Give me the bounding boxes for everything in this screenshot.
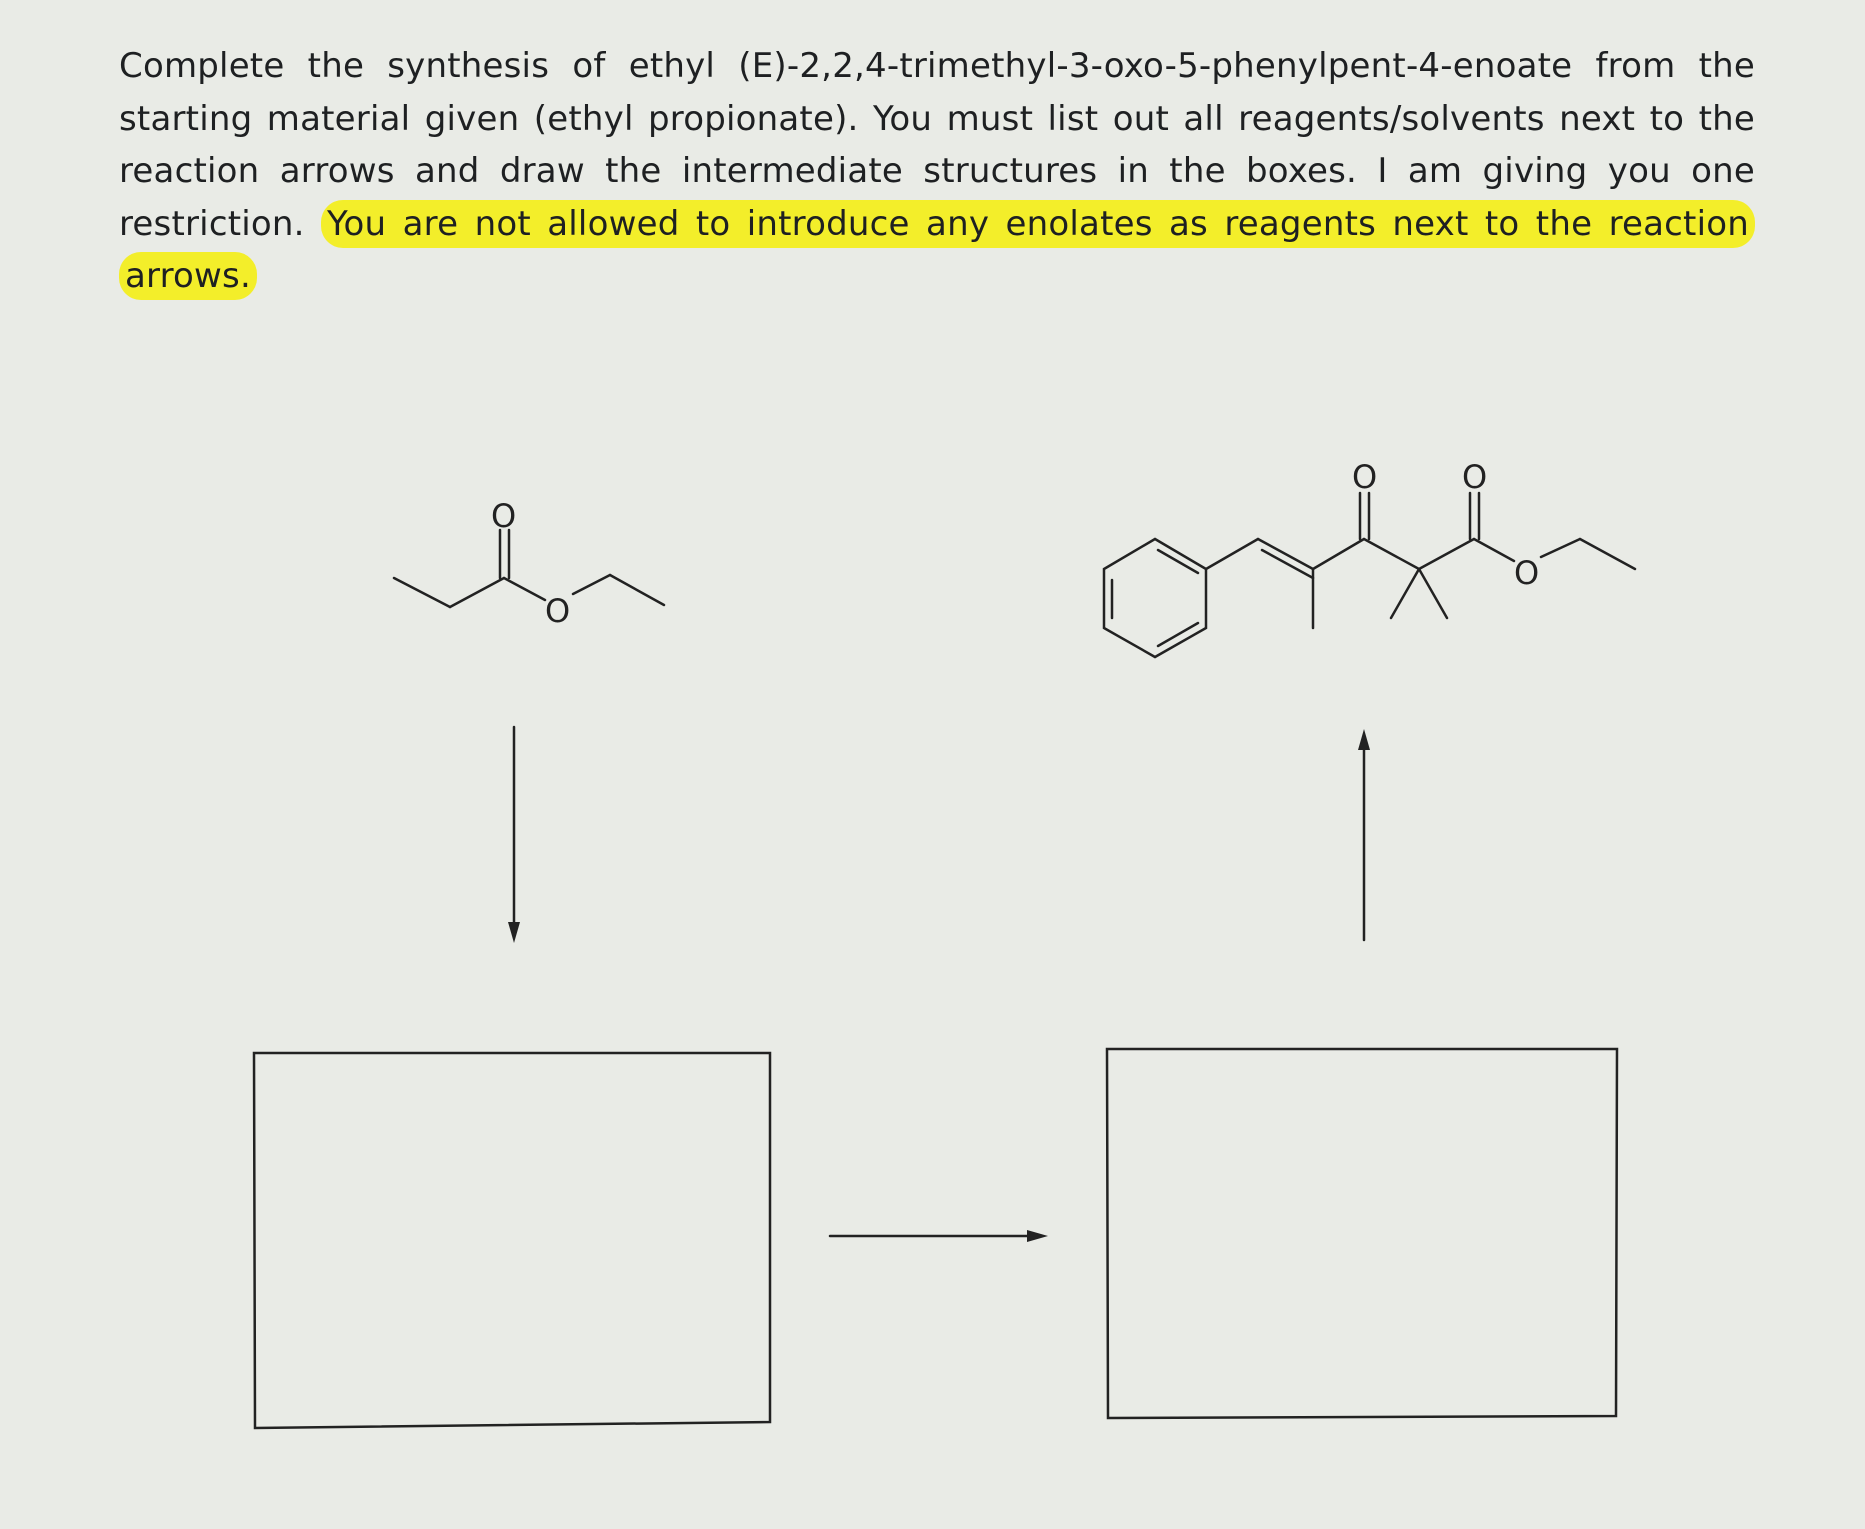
ester-carbonyl-oxygen-label: O (1462, 458, 1487, 496)
problem-text: Complete the synthesis of ethyl (E)-2,2,… (119, 46, 1755, 244)
reaction-arrow-down (508, 725, 520, 943)
intermediate-box-2[interactable] (1105, 1047, 1619, 1420)
problem-statement: Complete the synthesis of ethyl (E)-2,2,… (119, 40, 1755, 303)
ester-oxygen-label: O (1514, 554, 1539, 592)
reaction-arrow-up (1358, 729, 1370, 942)
target-product-structure: O O O (1102, 458, 1637, 659)
starting-material-structure: O O (392, 497, 666, 630)
carbonyl-oxygen-label: O (491, 497, 516, 535)
intermediate-box-1[interactable] (252, 1051, 772, 1430)
ester-oxygen-label: O (545, 592, 570, 630)
reaction-arrow-right (828, 1230, 1048, 1242)
ketone-oxygen-label: O (1352, 458, 1377, 496)
